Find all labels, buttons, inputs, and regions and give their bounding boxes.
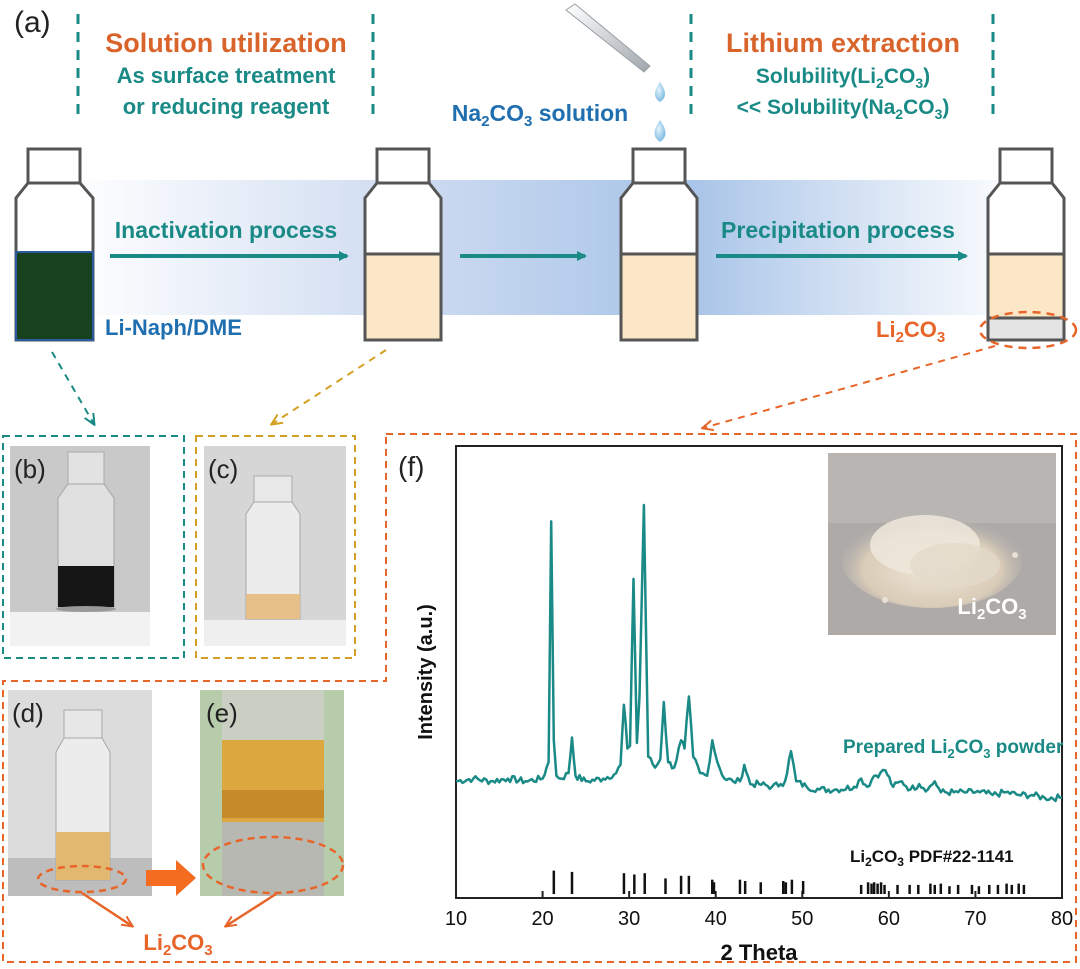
photo-e	[200, 690, 344, 896]
inset-li2co3-label: Li2CO3	[957, 594, 1026, 623]
na2co3-solution-label: Na2CO3 solution	[452, 100, 628, 130]
vial-inactivated	[363, 147, 443, 342]
x-tick-label: 30	[618, 908, 640, 930]
precipitate-highlight	[978, 310, 1078, 350]
solubility-li2co3-text: Solubility(Li2CO3)	[756, 65, 930, 91]
solubility-na2co3-text: << Solubility(Na2CO3)	[737, 96, 950, 122]
panel-d-e-f-frame	[2, 433, 1077, 963]
connector-b-arrow	[51, 351, 94, 424]
inset-powder-photo	[828, 453, 1056, 635]
series-label-prepared: Prepared Li2CO3 powder	[843, 737, 1064, 761]
reference-bars	[552, 870, 1026, 894]
photo-d	[8, 690, 152, 896]
arrow-d-li2co3	[81, 891, 132, 926]
panel-label-a: (a)	[14, 6, 51, 39]
panel-label-c: (c)	[208, 454, 238, 484]
x-axis-label: 2 Theta	[720, 940, 798, 965]
connector-c-arrow	[272, 349, 387, 424]
li2co3-label-de: Li2CO3	[143, 930, 212, 959]
photo-c	[204, 446, 346, 646]
reference-label: Li2CO3 PDF#22-1141	[850, 847, 1014, 869]
panel-label-b: (b)	[14, 454, 46, 484]
drop-icon	[655, 82, 665, 102]
pipette-icon	[565, 3, 651, 73]
lithium-extraction-title: Lithium extraction	[726, 28, 960, 58]
precipitate-highlight-e	[201, 835, 345, 895]
y-axis-label: Intensity (a.u.)	[415, 604, 437, 740]
inactivation-process-label: Inactivation process	[115, 217, 337, 243]
panel-label-d: (d)	[12, 698, 44, 728]
x-tick-label: 20	[531, 908, 553, 930]
vial-na2co3-added	[619, 147, 699, 342]
li2co3-label-a: Li2CO3	[876, 317, 945, 346]
x-tick-label: 10	[445, 908, 467, 930]
x-tick-label: 40	[705, 908, 727, 930]
panel-label-e: (e)	[206, 698, 238, 728]
vial-li-naph	[14, 147, 95, 342]
plot-frame	[455, 445, 1063, 899]
precipitation-process-label: Precipitation process	[721, 217, 955, 243]
drop-icon	[654, 120, 666, 142]
xrd-chart: 10 20 30 40 50 60 70 80 2 Theta Intensity (a.u.…	[415, 445, 1073, 965]
panel-label-f: (f)	[398, 451, 424, 482]
connector-f-arrow	[703, 345, 996, 428]
x-tick-label: 60	[878, 908, 900, 930]
reducing-reagent-text: or reducing reagent	[123, 94, 330, 119]
solution-utilization-title: Solution utilization	[105, 28, 346, 58]
series-line-prepared-li2co3	[455, 503, 1063, 803]
x-tick-label: 70	[964, 908, 986, 930]
x-axis-ticks: 10 20 30 40 50 60 70 80	[445, 891, 1073, 930]
x-tick-label: 80	[1051, 908, 1073, 930]
vial-precipitated	[986, 147, 1066, 342]
x-tick-label: 50	[791, 908, 813, 930]
surface-treatment-text: As surface treatment	[117, 63, 337, 88]
arrow-right-icon	[146, 860, 196, 896]
precipitate-highlight-d	[36, 864, 128, 894]
li-naph-dme-label: Li-Naph/DME	[105, 315, 242, 340]
header-dividers	[76, 14, 995, 122]
panel-c-frame	[195, 435, 356, 659]
panel-b-frame	[2, 435, 185, 659]
photo-b	[10, 446, 150, 646]
arrow-e-li2co3	[226, 892, 277, 926]
process-band	[60, 180, 1030, 315]
